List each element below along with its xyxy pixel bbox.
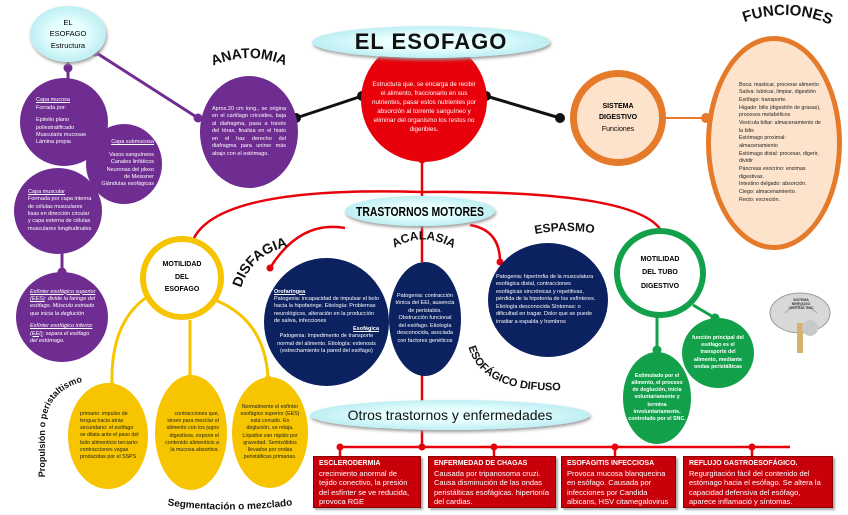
capa-muscular-text: Formada por capa interna de células musc… (28, 196, 92, 232)
disease-card: REFLUJO GASTROESOFÁGICO. Regurgitación f… (683, 456, 833, 508)
motilidad-tubo-node: MOTILIDAD DEL TUBO DIGESTIVO (614, 228, 706, 318)
anatomia-label: ANATOMIA (209, 45, 290, 69)
segmentacion-node: contracciones que, sirven para mezclar e… (155, 375, 227, 490)
disease-title: REFLUJO GASTROESOFÁGICO. (689, 460, 798, 467)
definition-node: Estructura que, se encarga de recibir el… (361, 38, 487, 162)
espasmo-label: ESPASMO (533, 220, 595, 237)
disease-text: Causada por tripanosoma cruzi. Causa dis… (434, 468, 550, 506)
ees-normal-node: Normalmente el esfínter esofágico superi… (232, 377, 308, 488)
otros-node: Otros trastornos y enfermedades (310, 400, 590, 430)
trastornos-node: TRASTORNOS MOTORES (345, 196, 495, 226)
eei-description: ; separa el esófago del estómago. (30, 330, 90, 345)
trastornos-label: TRASTORNOS MOTORES (356, 203, 484, 219)
list-item: Lámina propia (36, 139, 71, 146)
disease-title: ESOFAGITIS INFECCIOSA (567, 460, 655, 467)
funciones-node: Boca: masticar, procesar alimento Saliva… (706, 36, 842, 250)
capa-mucosa-heading: Capa mucosa (36, 97, 70, 104)
estructura-node: EL ESOFAGO Estructura (30, 6, 106, 62)
capa-submucosa-heading: Capa submucosa (111, 139, 154, 146)
estructura-label: EL (63, 18, 73, 28)
definition-text: Estructura que, se encarga de recibir el… (372, 80, 476, 134)
capa-muscular-node: Capa muscular Formada por capa interna d… (14, 168, 102, 254)
motilidad-label: ESOFAGO (164, 286, 200, 294)
disease-card: ESCLERODERMIA crecimiento anormal de tej… (313, 456, 421, 508)
disease-card: ESOFAGITIS INFECCIOSA Provoca mucosa bla… (561, 456, 676, 508)
brain-icon (769, 292, 831, 353)
list-item: Saliva: lubricar, limpiar, digestión (739, 89, 816, 96)
motilidad-label: DEL (175, 273, 189, 281)
list-item: Estómago distal: procesar, digerir, divi… (739, 150, 819, 165)
sistema-label: DIGESTIVO (598, 114, 638, 122)
disease-text: crecimiento anormal de tejido conectivo,… (319, 468, 410, 506)
list-item: Intestino delgado: absorción. (739, 181, 807, 188)
acalasia-label: ACALASIA (389, 228, 458, 251)
motilidad-tubo-label: DEL TUBO (642, 269, 678, 277)
segmentacion-label: Segmentación o mezclado (167, 497, 293, 512)
ees-description: : divide la faringe del esófago. Músculo… (30, 295, 96, 317)
list-item: Muscularis mucosae (36, 131, 87, 138)
disfagia-node: Orofaríngea Patogenia: incapacidad de im… (264, 258, 389, 386)
list-item: Boca: masticar, procesar alimento (739, 81, 819, 88)
otros-label: Otros trastornos y enfermedades (347, 407, 553, 423)
list-item: Canales linfáticos (110, 159, 154, 166)
list-item: Glándulas esofágicas (101, 181, 154, 188)
espasmo-text: Patogenia: hipertrofia de la musculatura… (496, 274, 596, 325)
propulsion-node: primario: impulso de lengua hacia atrás … (68, 383, 148, 489)
list-item: Estómago proximal: almacenamiento (739, 135, 786, 149)
propulsion-text: primario: impulso de lengua hacia atrás … (80, 411, 139, 460)
sistema-label: Funciones (601, 125, 635, 133)
disease-card: ENFERMEDAD DE CHAGAS Causada por tripano… (428, 456, 556, 508)
funcion-principal-text: función principal del esófago es el tran… (692, 335, 744, 370)
disease-title: ENFERMEDAD DE CHAGAS (434, 460, 528, 467)
brain-illustration: SISTEMA NERVIOSO CENTRAL SNC (765, 288, 835, 358)
estructura-label: Estructura (50, 40, 86, 50)
espasmo-node: Patogenia: hipertrofia de la musculatura… (488, 243, 608, 357)
estimulo-node: Estimulado por el alimento, el proceso d… (623, 352, 691, 444)
capa-submucosa-node: Capa submucosa Vasos sanguíneos Canales … (86, 124, 162, 204)
motilidad-tubo-label: MOTILIDAD (640, 256, 680, 264)
list-item: Epitelio plano poliestratificado (36, 117, 75, 131)
anatomia-node: Aprox.20 cm long., se origina en el cart… (200, 76, 298, 188)
ees-text: Esfínter esofágico superior (EES): divid… (30, 289, 98, 319)
list-item: Vasos sanguíneos (109, 151, 154, 158)
list-item: Recto: excreción. (739, 196, 780, 203)
list-item: Vesícula biliar: almacenamiento de la bi… (739, 119, 821, 134)
list-item: Hígado: bilis (digestión de grasas), pro… (739, 104, 821, 119)
ees-heading: Esfínter esofágico superior (EES) (30, 288, 96, 302)
motilidad-label: MOTILIDAD (162, 261, 202, 269)
eei-heading: Esfínter esofágico inferior (EEI) (30, 323, 93, 337)
segmentacion-text: contracciones que, sirven para mezclar e… (165, 411, 219, 453)
list-item: Esófago: transporte. (739, 96, 787, 103)
motilidad-esofago-node: MOTILIDAD DEL ESOFAGO (140, 236, 224, 320)
anatomia-text: Aprox.20 cm long., se origina en el cart… (212, 106, 286, 157)
funciones-label: FUNCIONES (740, 2, 835, 29)
esofagica-text: Patogenia: Impedimento de transporte nor… (277, 333, 376, 354)
sistema-digestivo-node: SISTEMA DIGESTIVO Funciones (570, 70, 666, 166)
page-title: EL ESOFAGO (354, 29, 508, 54)
esfinteres-node: Esfínter esofágico superior (EES): divid… (16, 272, 108, 362)
motilidad-tubo-label: DIGESTIVO (640, 282, 680, 290)
ees-normal-text: Normalmente el esfínter esofágico superi… (240, 403, 300, 460)
brain-label: SISTEMA NERVIOSO CENTRAL SNC (788, 298, 814, 310)
disease-text: Regurgitación fácil del contenido del es… (689, 468, 821, 506)
eei-text: Esfínter esofágico inferior (EEI); separ… (30, 323, 98, 345)
disease-title: ESCLERODERMIA (319, 460, 381, 467)
acalasia-text: Patogenia: contracción tónica del EEI, a… (395, 293, 455, 344)
orofaringea-text: Patogenia: incapacidad de impulsar el bo… (274, 296, 379, 325)
title-node: EL ESOFAGO (312, 26, 550, 58)
list-item: Ciego: almacenamiento. (739, 189, 797, 196)
sistema-label: SISTEMA (602, 103, 634, 111)
orofaringea-heading: Orofaríngea (274, 288, 306, 295)
capa-mucosa-text: Forrada por: (36, 104, 67, 111)
acalasia-node: Patogenia: contracción tónica del EEI, a… (389, 262, 461, 376)
funcion-principal-node: función principal del esófago es el tran… (682, 318, 754, 388)
capa-muscular-heading: Capa muscular (28, 188, 65, 195)
esofagica-heading: Esofágica (353, 325, 379, 332)
disease-text: Provoca mucosa blanquecina en esófago. C… (567, 468, 669, 506)
estimulo-text: Estimulado por el alimento, el proceso d… (628, 373, 686, 422)
estructura-label: ESOFAGO (49, 29, 87, 39)
list-item: Neuronas del plexo de Meissner (106, 166, 154, 180)
list-item: Páncreas exocrino: enzimas digestivas. (739, 166, 806, 180)
